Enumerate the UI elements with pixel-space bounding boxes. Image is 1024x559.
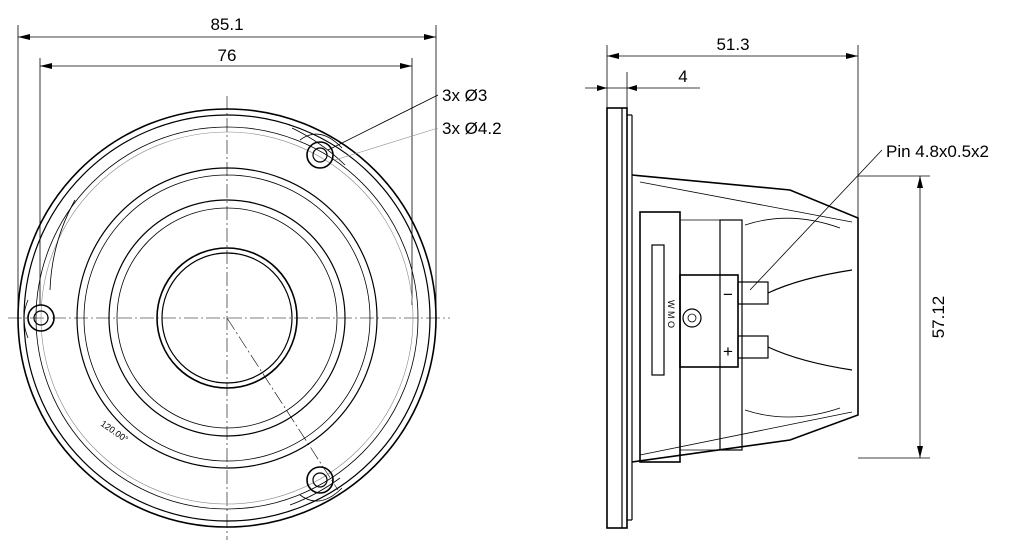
callout-pin: Pin 4.8x0.5x2 (886, 142, 989, 161)
mounting-hole-bottom (299, 466, 343, 502)
vertical-mark: W M O (666, 300, 676, 328)
dim-inner-label: 76 (218, 46, 237, 65)
dim-outer-arrow-right (424, 34, 436, 40)
dim-height-label: 57.12 (929, 296, 948, 339)
basket-bottom-window (744, 407, 841, 418)
hole-left-small (33, 310, 49, 326)
cone-outer-ring (108, 199, 346, 437)
mounting-hole-left (23, 299, 55, 339)
terminal-block (679, 274, 739, 368)
hole-bottom-boss (299, 487, 343, 502)
frame-third-ring (35, 126, 419, 510)
dim-depth-label: 51.3 (716, 35, 749, 54)
side-view: 51.3 4 − + W M O (585, 35, 989, 529)
wire-bottom (767, 346, 853, 371)
angle-label: 120.00° (99, 418, 131, 444)
cone-mid-ring (116, 207, 338, 429)
callout-small-hole: 3x Ø3 (442, 86, 487, 105)
dust-cap-outer (156, 247, 298, 389)
slot-arc-top (291, 127, 346, 166)
dim-outer-label: 85.1 (210, 15, 243, 34)
hole-top-small (312, 147, 328, 163)
terminal-rivet (682, 308, 702, 328)
slot-arc-bottom (289, 477, 341, 506)
dim-depth-arrow-right (846, 53, 858, 59)
wire-top (767, 269, 853, 294)
hole-bottom-large (306, 466, 334, 494)
slot-arc-left (49, 199, 76, 291)
hole-left-large (27, 304, 55, 332)
motor-plate (639, 211, 681, 463)
surround-outer-ring (76, 167, 378, 469)
basket-bottom-edge (639, 411, 853, 456)
dim-flange-arrow-right (627, 85, 637, 91)
hole-top-large (306, 141, 334, 169)
terminal-rivet-center (687, 313, 697, 323)
frame-fourth-ring (40, 131, 414, 505)
dim-flange-label: 4 (678, 67, 687, 86)
surround-mid-ring (83, 174, 371, 462)
frame-outer-ring (17, 108, 437, 528)
front-view: 85.1 76 (8, 15, 502, 540)
callout-large-hole: 3x Ø4.2 (442, 119, 502, 138)
hole-left-boss (23, 299, 29, 339)
dim-height-arrow-bottom (917, 446, 923, 458)
basket-top-window (744, 217, 841, 229)
dim-depth-arrow-left (607, 53, 619, 59)
dust-cap-inner (161, 252, 293, 384)
basket-outline (631, 174, 859, 463)
angled-centerline (226, 317, 339, 491)
polarity-minus: − (723, 285, 733, 304)
leader-pin (749, 149, 883, 291)
leader-large-hole (334, 127, 439, 161)
leader-small-hole (327, 94, 439, 151)
flange-plate (606, 107, 628, 529)
hole-bottom-small (312, 472, 328, 488)
dim-outer-arrow-left (18, 34, 30, 40)
motor-back-plate (719, 219, 743, 451)
dim-height-arrow-top (917, 176, 923, 188)
basket-top-edge (639, 181, 853, 223)
dim-inner-arrow-right (400, 63, 412, 69)
motor-magnet (651, 244, 665, 376)
dim-flange-arrow-left (597, 85, 607, 91)
polarity-plus: + (723, 342, 733, 361)
dim-inner-arrow-left (40, 63, 52, 69)
